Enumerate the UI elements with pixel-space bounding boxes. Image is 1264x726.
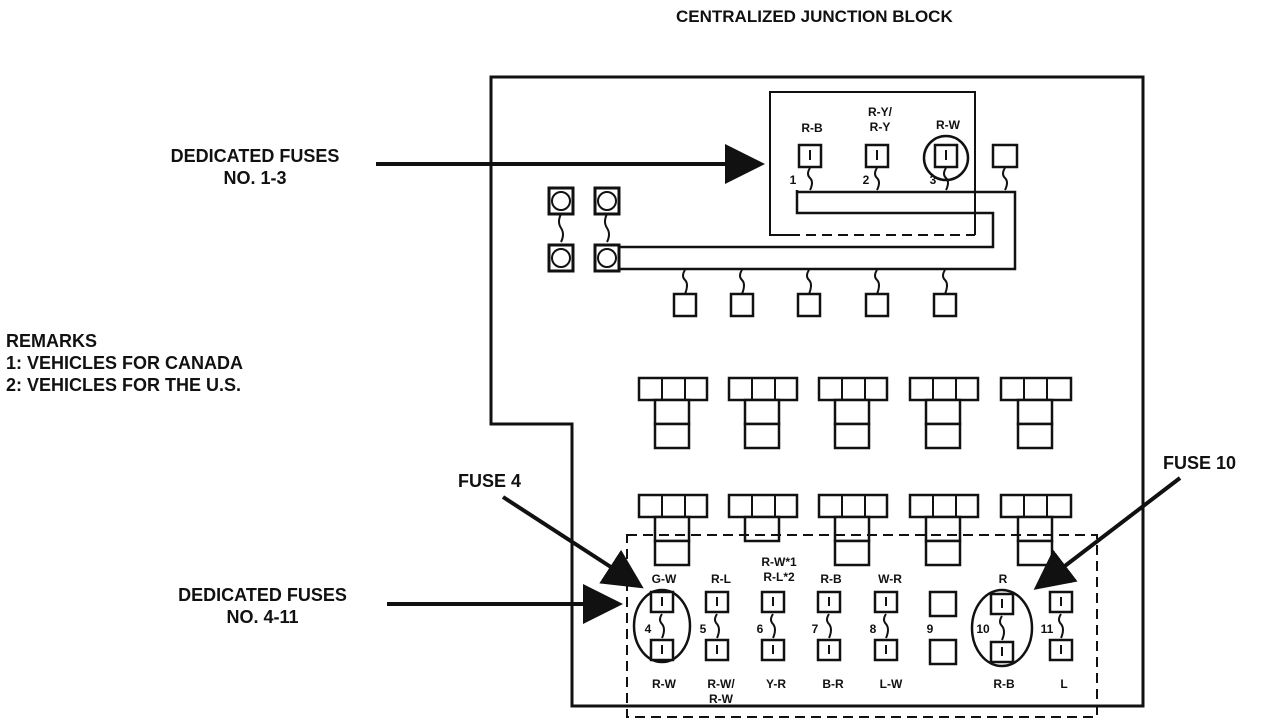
- fuse-11: [1048, 590, 1074, 662]
- callout-dedicated-fuses-1-3: DEDICATED FUSES NO. 1-3: [150, 145, 360, 189]
- bus-terminal-row: [672, 269, 958, 318]
- fuse-2-number: 2: [863, 173, 870, 187]
- fuse-6-bottom-wire: Y-R: [766, 677, 786, 691]
- diagram-title: CENTRALIZED JUNCTION BLOCK: [676, 7, 953, 26]
- fuse-2: [864, 143, 890, 191]
- fuse-10-top-wire: R: [999, 572, 1008, 586]
- fuse-8-top-wire: W-R: [878, 572, 902, 586]
- circuit-breaker-2: [593, 186, 621, 273]
- fuse-1: [797, 143, 823, 191]
- bus-bar: [611, 190, 1017, 271]
- fuse-5-top-wire: R-L: [711, 572, 731, 586]
- fuse-6-top-wire-2: R-L*2: [763, 570, 795, 584]
- remarks-item-1: 1: VEHICLES FOR CANADA: [6, 353, 244, 373]
- fuse-7-number: 7: [812, 622, 819, 636]
- fuse-9-number: 9: [927, 622, 934, 636]
- top-fuse-labels: R-B R-Y/ R-Y R-W 1 2 3: [790, 105, 961, 187]
- junction-block-housing: [489, 75, 1145, 708]
- fuse-4-top-wire: G-W: [652, 572, 677, 586]
- fuse-10-bottom-wire: R-B: [993, 677, 1015, 691]
- arrow-fuse-4: [501, 495, 644, 589]
- fuse-8: [873, 590, 899, 662]
- arrow-fuse-10: [1033, 476, 1182, 590]
- callout-fuse-4: FUSE 4: [458, 471, 522, 491]
- fuse-11-top-wire: B: [1065, 572, 1074, 586]
- circuit-breaker-1: [547, 186, 575, 273]
- relay-connectors-row-2: [637, 493, 1073, 567]
- remarks: REMARKS 1: VEHICLES FOR CANADA 2: VEHICL…: [6, 330, 243, 396]
- fuse-7-top-wire: R-B: [820, 572, 842, 586]
- dedicated-fuses-4-11-area: [626, 534, 1098, 718]
- remarks-heading: REMARKS: [6, 331, 98, 351]
- fuse-2-wire-label-line1: R-Y/: [868, 105, 893, 119]
- fuse-10: [970, 588, 1034, 668]
- fuse-6: [760, 590, 786, 662]
- fuse-1-wire-label: R-B: [801, 121, 823, 135]
- fuse-9: [928, 590, 958, 666]
- fuse-5-bottom-wire-1: R-W/: [707, 677, 735, 691]
- fuse-6-top-wire-1: R-W*1: [761, 555, 797, 569]
- dedicated-fuses-1-3-area: [769, 91, 976, 236]
- fuse-4: [632, 588, 692, 664]
- callout-dedicated-fuses-1-3-line2: NO. 1-3: [223, 168, 287, 188]
- remarks-item-2: 2: VEHICLES FOR THE U.S.: [6, 375, 242, 395]
- callout-dedicated-fuses-1-3-line1: DEDICATED FUSES: [170, 146, 340, 166]
- fuse-1-number: 1: [790, 173, 797, 187]
- fuse-8-number: 8: [870, 622, 877, 636]
- fuse-5: [704, 590, 730, 662]
- fuse-3: [922, 134, 970, 191]
- callout-dedicated-fuses-4-11-line1: DEDICATED FUSES: [178, 585, 347, 605]
- fuse-5-bottom-wire-2: R-W: [709, 692, 734, 706]
- fuse-11-bottom-wire: L: [1060, 677, 1067, 691]
- fuse-5-number: 5: [700, 622, 707, 636]
- fuse-11-number: 11: [1041, 622, 1054, 636]
- fuse-10-number: 10: [976, 622, 990, 636]
- fuse-2-wire-label-line2: R-Y: [870, 120, 891, 134]
- fuse-3-number: 3: [930, 173, 937, 187]
- fuse-4-bottom-wire: R-W: [652, 677, 677, 691]
- callout-dedicated-fuses-4-11: DEDICATED FUSES NO. 4-11: [155, 584, 370, 628]
- spare-terminal: [991, 143, 1019, 191]
- callout-dedicated-fuses-4-11-line2: NO. 4-11: [226, 607, 299, 627]
- bottom-fuse-labels: G-W R-L R-W*1 R-L*2 R-B W-R R B 4 5 6 7 …: [645, 555, 1074, 706]
- relay-connectors-row-1: [637, 376, 1073, 450]
- fuse-6-number: 6: [757, 622, 764, 636]
- fuse-7: [816, 590, 842, 662]
- fuse-7-bottom-wire: B-R: [822, 677, 844, 691]
- fuse-8-bottom-wire: L-W: [880, 677, 903, 691]
- fuse-4-number: 4: [645, 622, 652, 636]
- fuse-3-wire-label: R-W: [936, 118, 961, 132]
- callout-fuse-10: FUSE 10: [1163, 453, 1237, 473]
